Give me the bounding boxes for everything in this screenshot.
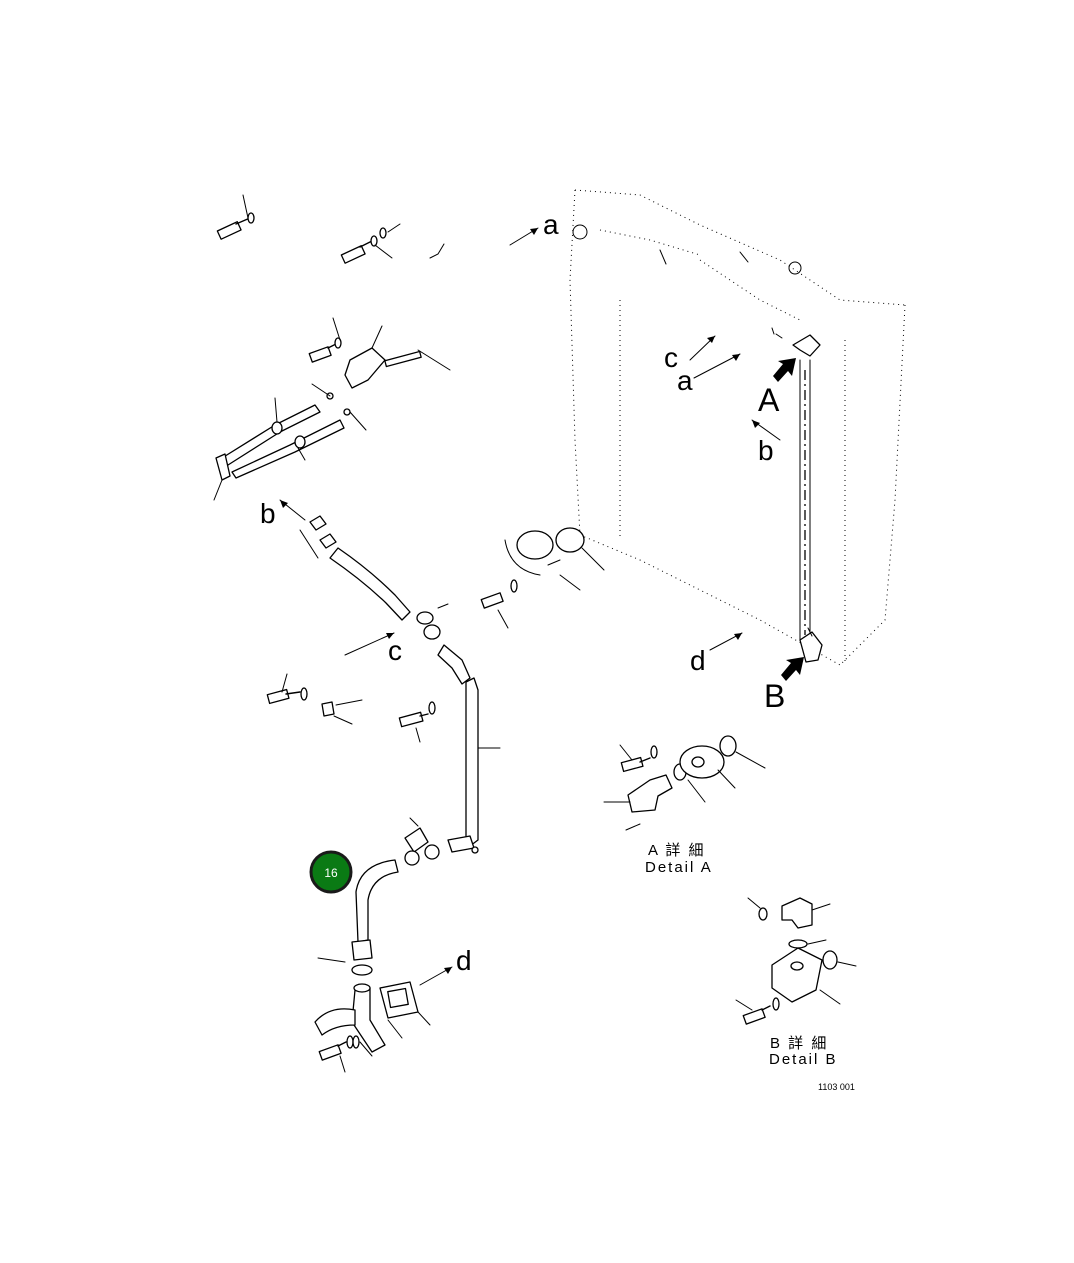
label-c-right: c <box>664 342 678 373</box>
label-a-right: a <box>677 365 693 396</box>
detail-a-caption: A 詳 細 Detail A <box>645 842 713 876</box>
callout-16[interactable]: 16 <box>309 850 353 894</box>
label-d-mid: d <box>690 645 706 676</box>
detail-a-jp: A 詳 細 <box>648 842 706 859</box>
leader-arrows <box>279 227 781 986</box>
detail-a-parts <box>603 735 766 831</box>
detail-b-jp: B 詳 細 <box>770 1035 828 1052</box>
bracket-assembly <box>213 317 451 501</box>
detail-b-parts <box>735 897 857 1025</box>
detail-a-en: Detail A <box>645 859 713 876</box>
hose-assembly-left <box>299 515 501 854</box>
label-A-big: A <box>758 382 780 418</box>
label-a-top: a <box>543 209 559 240</box>
label-b-left: b <box>260 498 276 529</box>
detail-b-en: Detail B <box>769 1051 838 1068</box>
arrow-to-B <box>781 657 804 681</box>
detail-b-caption: B 詳 細 Detail B <box>769 1035 838 1068</box>
drawing-number: 1103 001 <box>818 1082 855 1092</box>
clamp-oring-center <box>504 527 605 591</box>
label-d-bottom: d <box>456 945 472 976</box>
bolt-set-middle <box>266 579 518 743</box>
label-b-right: b <box>758 435 774 466</box>
vertical-pipe-right <box>771 327 823 663</box>
callout-16-number: 16 <box>324 866 338 880</box>
arrow-to-A <box>773 358 796 382</box>
label-B-big: B <box>764 678 785 714</box>
hose-assembly-bottom <box>314 817 440 1073</box>
label-c-mid: c <box>388 635 402 666</box>
top-bolt-left <box>216 194 255 240</box>
top-bolt-middle <box>340 223 445 264</box>
engine-block-outline <box>569 189 906 666</box>
